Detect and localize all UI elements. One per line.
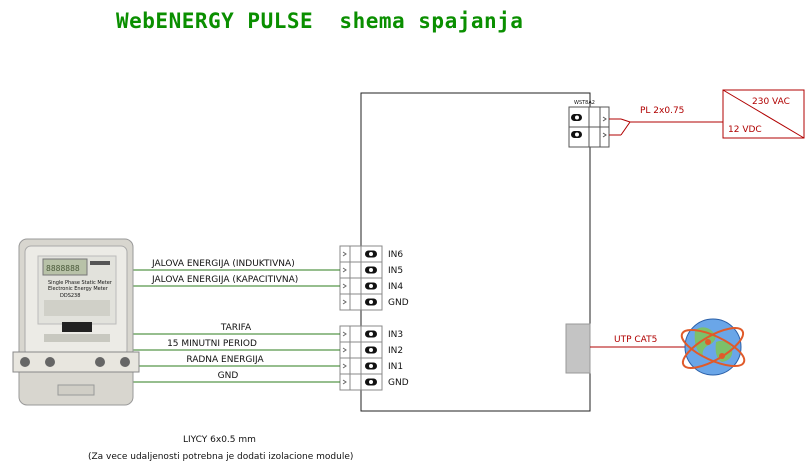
wire-label: 15 MINUTNI PERIOD bbox=[167, 339, 257, 349]
meter-display-text: 8888888 bbox=[46, 264, 80, 273]
terminal-label-gnd: GND bbox=[388, 378, 409, 388]
cable-spec: LIYCY 6x0.5 mm bbox=[183, 435, 256, 445]
power-adapter: 230 VAC 12 VDC bbox=[722, 89, 805, 139]
adapter-output-label: 12 VDC bbox=[728, 125, 762, 135]
footer-note: (Za vece udaljenosti potrebna je dodati … bbox=[88, 452, 353, 462]
wire-label: TARIFA bbox=[220, 323, 252, 333]
power-cable-label: PL 2x0.75 bbox=[640, 106, 684, 116]
internet-globe-icon bbox=[680, 318, 746, 376]
meter-label-line: DDS238 bbox=[60, 293, 80, 299]
diagram-title: WebENERGY PULSE shema spajanja bbox=[116, 9, 524, 33]
wire-label: JALOVA ENERGIJA (INDUKTIVNA) bbox=[151, 259, 295, 269]
lan-port bbox=[565, 323, 591, 374]
network-cable-label: UTP CAT5 bbox=[614, 335, 657, 345]
power-cable: PL 2x0.75 bbox=[609, 106, 723, 136]
meter-label-line: Electronic Energy Meter bbox=[48, 286, 109, 292]
terminal-label-in5: IN5 bbox=[388, 266, 403, 276]
energy-meter: 8888888 Single Phase Static Meter Electr… bbox=[12, 238, 140, 406]
terminal-label-in2: IN2 bbox=[388, 346, 403, 356]
terminal-label-in4: IN4 bbox=[388, 282, 403, 292]
terminal-label-in6: IN6 bbox=[388, 250, 403, 260]
terminal-label-in1: IN1 bbox=[388, 362, 403, 372]
power-connector: WST8A2 bbox=[568, 100, 610, 148]
meter-label-line: Single Phase Static Meter bbox=[48, 280, 113, 286]
wire-label: JALOVA ENERGIJA (KAPACITIVNA) bbox=[151, 275, 298, 285]
adapter-input-label: 230 VAC bbox=[752, 97, 790, 107]
signal-wires: JALOVA ENERGIJA (INDUKTIVNA) JALOVA ENERG… bbox=[130, 259, 340, 383]
network-link: UTP CAT5 bbox=[590, 335, 690, 348]
terminal-label-gnd: GND bbox=[388, 298, 409, 308]
meter-display bbox=[42, 258, 88, 276]
wire-label: GND bbox=[218, 371, 239, 381]
wire-label: RADNA ENERGIJA bbox=[186, 355, 264, 365]
power-connector-label: WST8A2 bbox=[574, 100, 595, 106]
webenergy-device-box bbox=[360, 92, 591, 412]
terminal-label-in3: IN3 bbox=[388, 330, 403, 340]
